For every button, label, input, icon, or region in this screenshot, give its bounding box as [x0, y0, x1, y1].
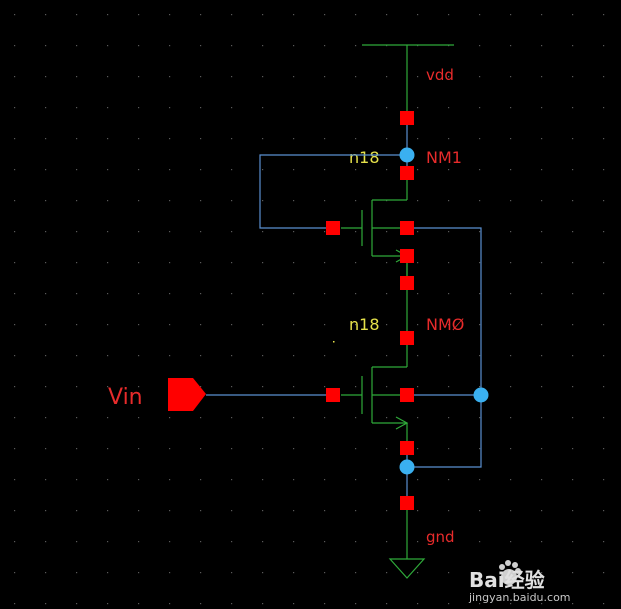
gnd-label: gnd	[426, 528, 455, 546]
nm0-instance-label: NMØ	[426, 315, 464, 334]
paw-logo-icon	[499, 560, 521, 585]
watermark-url: jingyan.baidu.com	[468, 591, 571, 604]
wire-bulk[interactable]	[407, 227, 482, 468]
vdd-symbol[interactable]	[362, 44, 454, 125]
vin-label: Vin	[108, 385, 143, 410]
nm0-model-label: n18	[349, 315, 380, 334]
baidu-jingyan-watermark: Bai经验 jingyan.baidu.com	[467, 557, 587, 605]
stray-dot	[333, 341, 335, 343]
vdd-label: vdd	[426, 66, 454, 84]
wire-nm1-gate-drain[interactable]	[259, 154, 407, 229]
junction-nm1-drain	[399, 147, 415, 163]
nm1-model-label: n18	[349, 148, 380, 167]
nm1-source-pin	[400, 276, 414, 290]
junction-source	[399, 459, 415, 475]
nm1-instance-label: NM1	[426, 148, 462, 167]
watermark-brand: Bai经验	[469, 568, 545, 592]
nm0-transistor[interactable]	[326, 331, 414, 455]
junction-bulk	[473, 387, 489, 403]
vin-pin-icon[interactable]	[168, 378, 206, 411]
gnd-symbol[interactable]	[388, 496, 426, 579]
